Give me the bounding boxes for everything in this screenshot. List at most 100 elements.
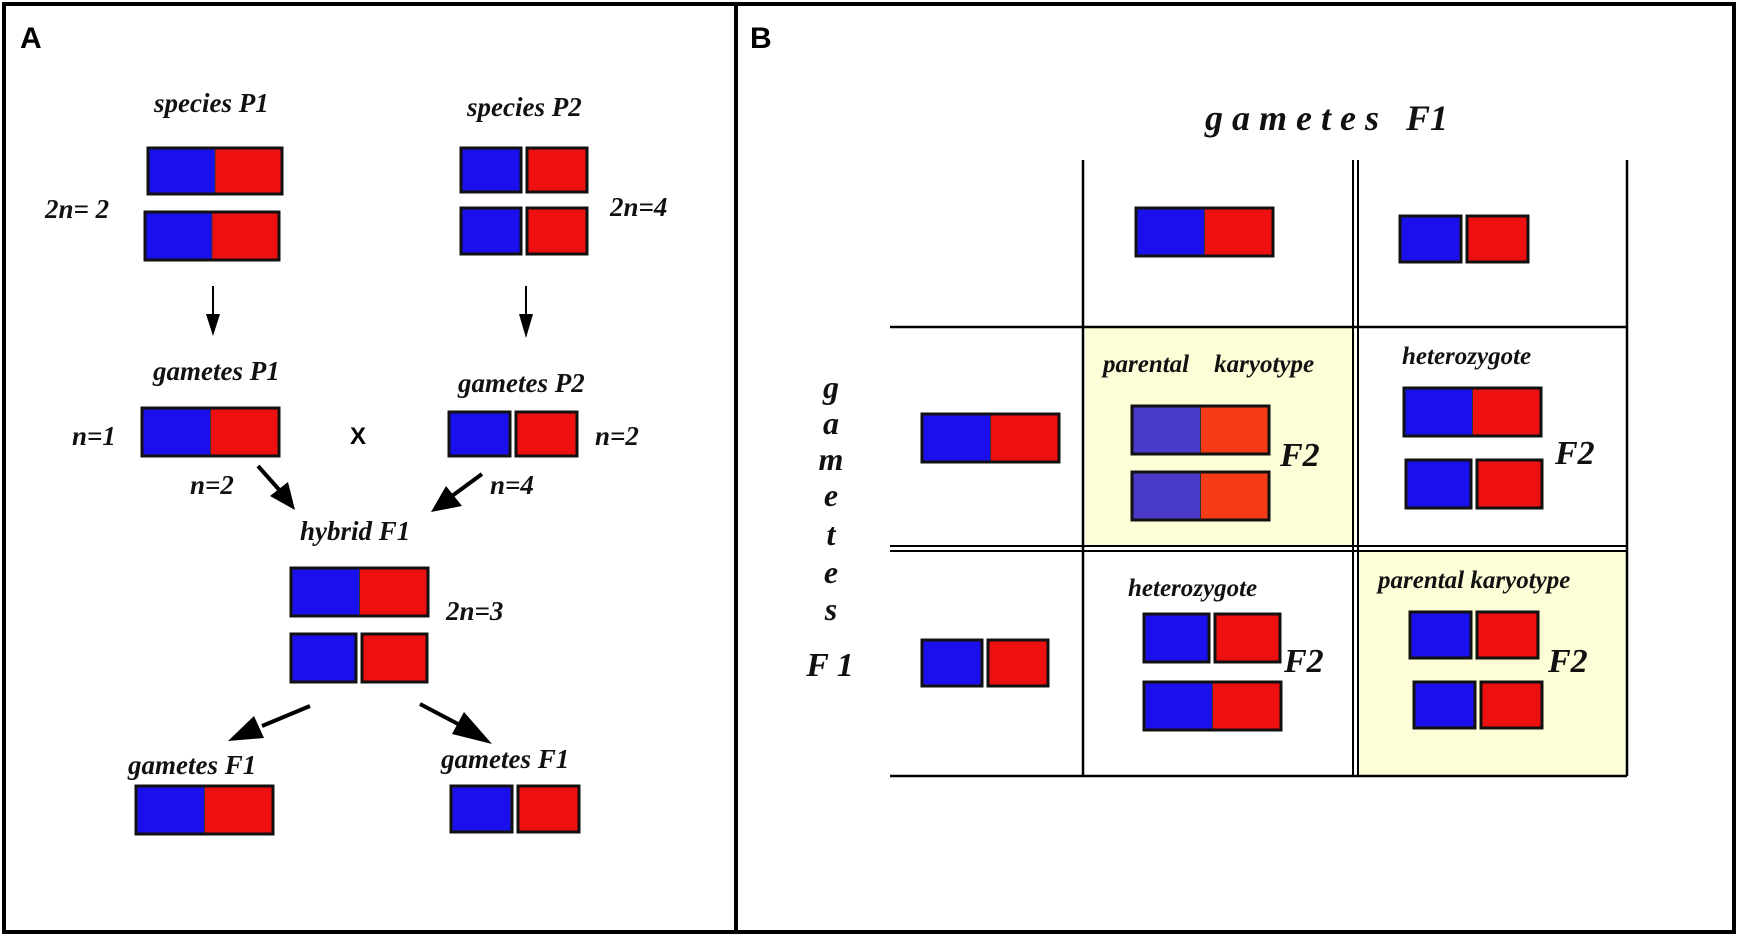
cell-1-1-chromosome	[1130, 470, 1271, 522]
chromosome-blue-segment	[459, 146, 523, 194]
label-n-p1: n=1	[72, 421, 116, 451]
chromosome-red-segment	[514, 410, 579, 458]
chromosome-blue-segment	[922, 414, 991, 462]
chromosome-blue-segment	[1398, 214, 1463, 264]
panel-a-frame	[2, 2, 738, 934]
chromosome-blue-segment	[1142, 612, 1211, 664]
gamete-p2-chromosomes	[447, 410, 579, 458]
arrow-to-hybrid-left	[256, 464, 295, 510]
chromosome-blue-segment	[920, 638, 984, 688]
arrow-to-hybrid-right	[431, 472, 484, 512]
label-gametes-f1-right: gametes F1	[440, 744, 569, 774]
chromosome-red-segment	[986, 638, 1050, 688]
chromosome-red-segment	[359, 568, 428, 616]
chromosome-red-segment	[1472, 388, 1541, 436]
chromosome-blue-segment	[1132, 406, 1201, 454]
chromosome-outline	[140, 406, 281, 458]
chromosome-outline	[143, 210, 281, 262]
panel-b-letter: B	[750, 22, 772, 55]
cell-2-1-chromosome-pair	[1142, 612, 1282, 664]
hybrid-chromosome-pair	[289, 632, 429, 684]
chromosome-outline	[1142, 680, 1283, 732]
cell-2-2-chromosome-pair	[1412, 680, 1544, 730]
cell-1-1-chromosome	[1130, 404, 1271, 456]
chromosome-red-segment	[525, 146, 589, 194]
cross-symbol: X	[350, 423, 366, 450]
chromosome-red-segment	[1475, 458, 1544, 510]
arrow-down-p2	[519, 286, 533, 338]
gamete-f1-long-chromosome	[134, 784, 275, 836]
side-header-letter: e	[824, 477, 838, 513]
chromosome-pair	[459, 206, 589, 256]
chromosome-blue-segment	[1408, 610, 1473, 660]
gamete-f1-chromosome-pair	[449, 784, 581, 834]
chromosome-blue-segment	[459, 206, 523, 256]
side-header-letter: e	[824, 554, 838, 590]
chromosome-red-segment	[212, 212, 279, 260]
chromosome-blue-segment	[291, 568, 360, 616]
label-ploidy-f1: 2n=3	[445, 596, 503, 626]
chromosome-red-segment	[1213, 612, 1282, 664]
chromosome-red-segment	[1204, 208, 1273, 256]
chromosome-red-segment	[204, 786, 273, 834]
chromosome-outline	[1130, 470, 1271, 522]
chromosome-outline	[134, 784, 275, 836]
chromosome-blue-segment	[148, 148, 215, 194]
label-species-p2: species P2	[466, 92, 582, 122]
chromosome-blue-segment	[447, 410, 512, 458]
label-gametes-p2: gametes P2	[457, 368, 585, 398]
chromosome-red-segment	[516, 784, 581, 834]
chromosome-pair	[459, 146, 589, 194]
header-col-1-long-chromosome	[1134, 206, 1275, 258]
chromosome-blue-segment	[289, 632, 358, 684]
cell-label-hetero-1: heterozygote	[1402, 343, 1531, 370]
chromosome-red-segment	[1212, 682, 1281, 730]
chromosome-blue-segment	[1404, 458, 1473, 510]
side-header-f1: F 1	[805, 647, 854, 684]
chromosome-red-segment	[1475, 610, 1540, 660]
chromosome-outline	[1402, 386, 1543, 438]
chromosome-red-segment	[1479, 680, 1544, 730]
chromosome-outline	[920, 412, 1061, 464]
cell-label-parental-2: parental karyotype	[1376, 567, 1570, 594]
chromosome-red-segment	[1200, 406, 1269, 454]
top-header-gametes-f1: g a m e t e s F1	[1204, 98, 1448, 138]
cell-label-hetero-2: heterozygote	[1128, 575, 1257, 602]
cell-1-2-f2: F2	[1554, 435, 1595, 472]
label-ploidy-p2: 2n=4	[609, 192, 667, 222]
chromosome-red-segment	[360, 632, 429, 684]
species-p2-chromosomes	[459, 146, 589, 256]
side-header-gametes: g a m e t e s F 1	[805, 369, 854, 684]
arrow-to-gametes-right	[419, 702, 492, 744]
header-col-2-chromosome-pair	[1398, 214, 1530, 264]
chromosome-outline	[289, 566, 430, 618]
label-n-left: n=2	[190, 470, 234, 500]
header-row-1-long-chromosome	[920, 412, 1061, 464]
chromosome-blue-segment	[142, 408, 211, 456]
cell-1-1-f2: F2	[1279, 437, 1320, 474]
chromosome-blue-segment	[1412, 680, 1477, 730]
arrow-down-p1	[206, 286, 220, 336]
species-p1-chromosomes	[143, 146, 284, 262]
panel-b-frame	[734, 2, 1736, 934]
chromosome-blue-segment	[449, 784, 514, 834]
chromosome-outline	[1130, 404, 1271, 456]
label-ploidy-p1: 2n= 2	[44, 194, 109, 224]
chromosome-red-segment	[1465, 214, 1530, 264]
label-gametes-p1: gametes P1	[152, 356, 280, 386]
label-n-p2: n=2	[595, 421, 639, 451]
panel-a-letter: A	[20, 22, 42, 55]
side-header-letter: t	[827, 516, 837, 552]
chromosome-blue-segment	[1132, 472, 1201, 520]
cell-2-2-chromosome-pair	[1408, 610, 1540, 660]
chromosome-red-segment	[525, 206, 589, 256]
chromosome-red-segment	[215, 148, 282, 194]
side-header-letter: m	[819, 441, 844, 477]
chromosome-red-segment	[210, 408, 279, 456]
side-header-letter: a	[823, 405, 839, 441]
cell-1-2-long-chromosome	[1402, 386, 1543, 438]
chromosome-blue-segment	[1144, 682, 1213, 730]
chromosome-blue-segment	[136, 786, 205, 834]
cell-2-1-long-chromosome	[1142, 680, 1283, 732]
